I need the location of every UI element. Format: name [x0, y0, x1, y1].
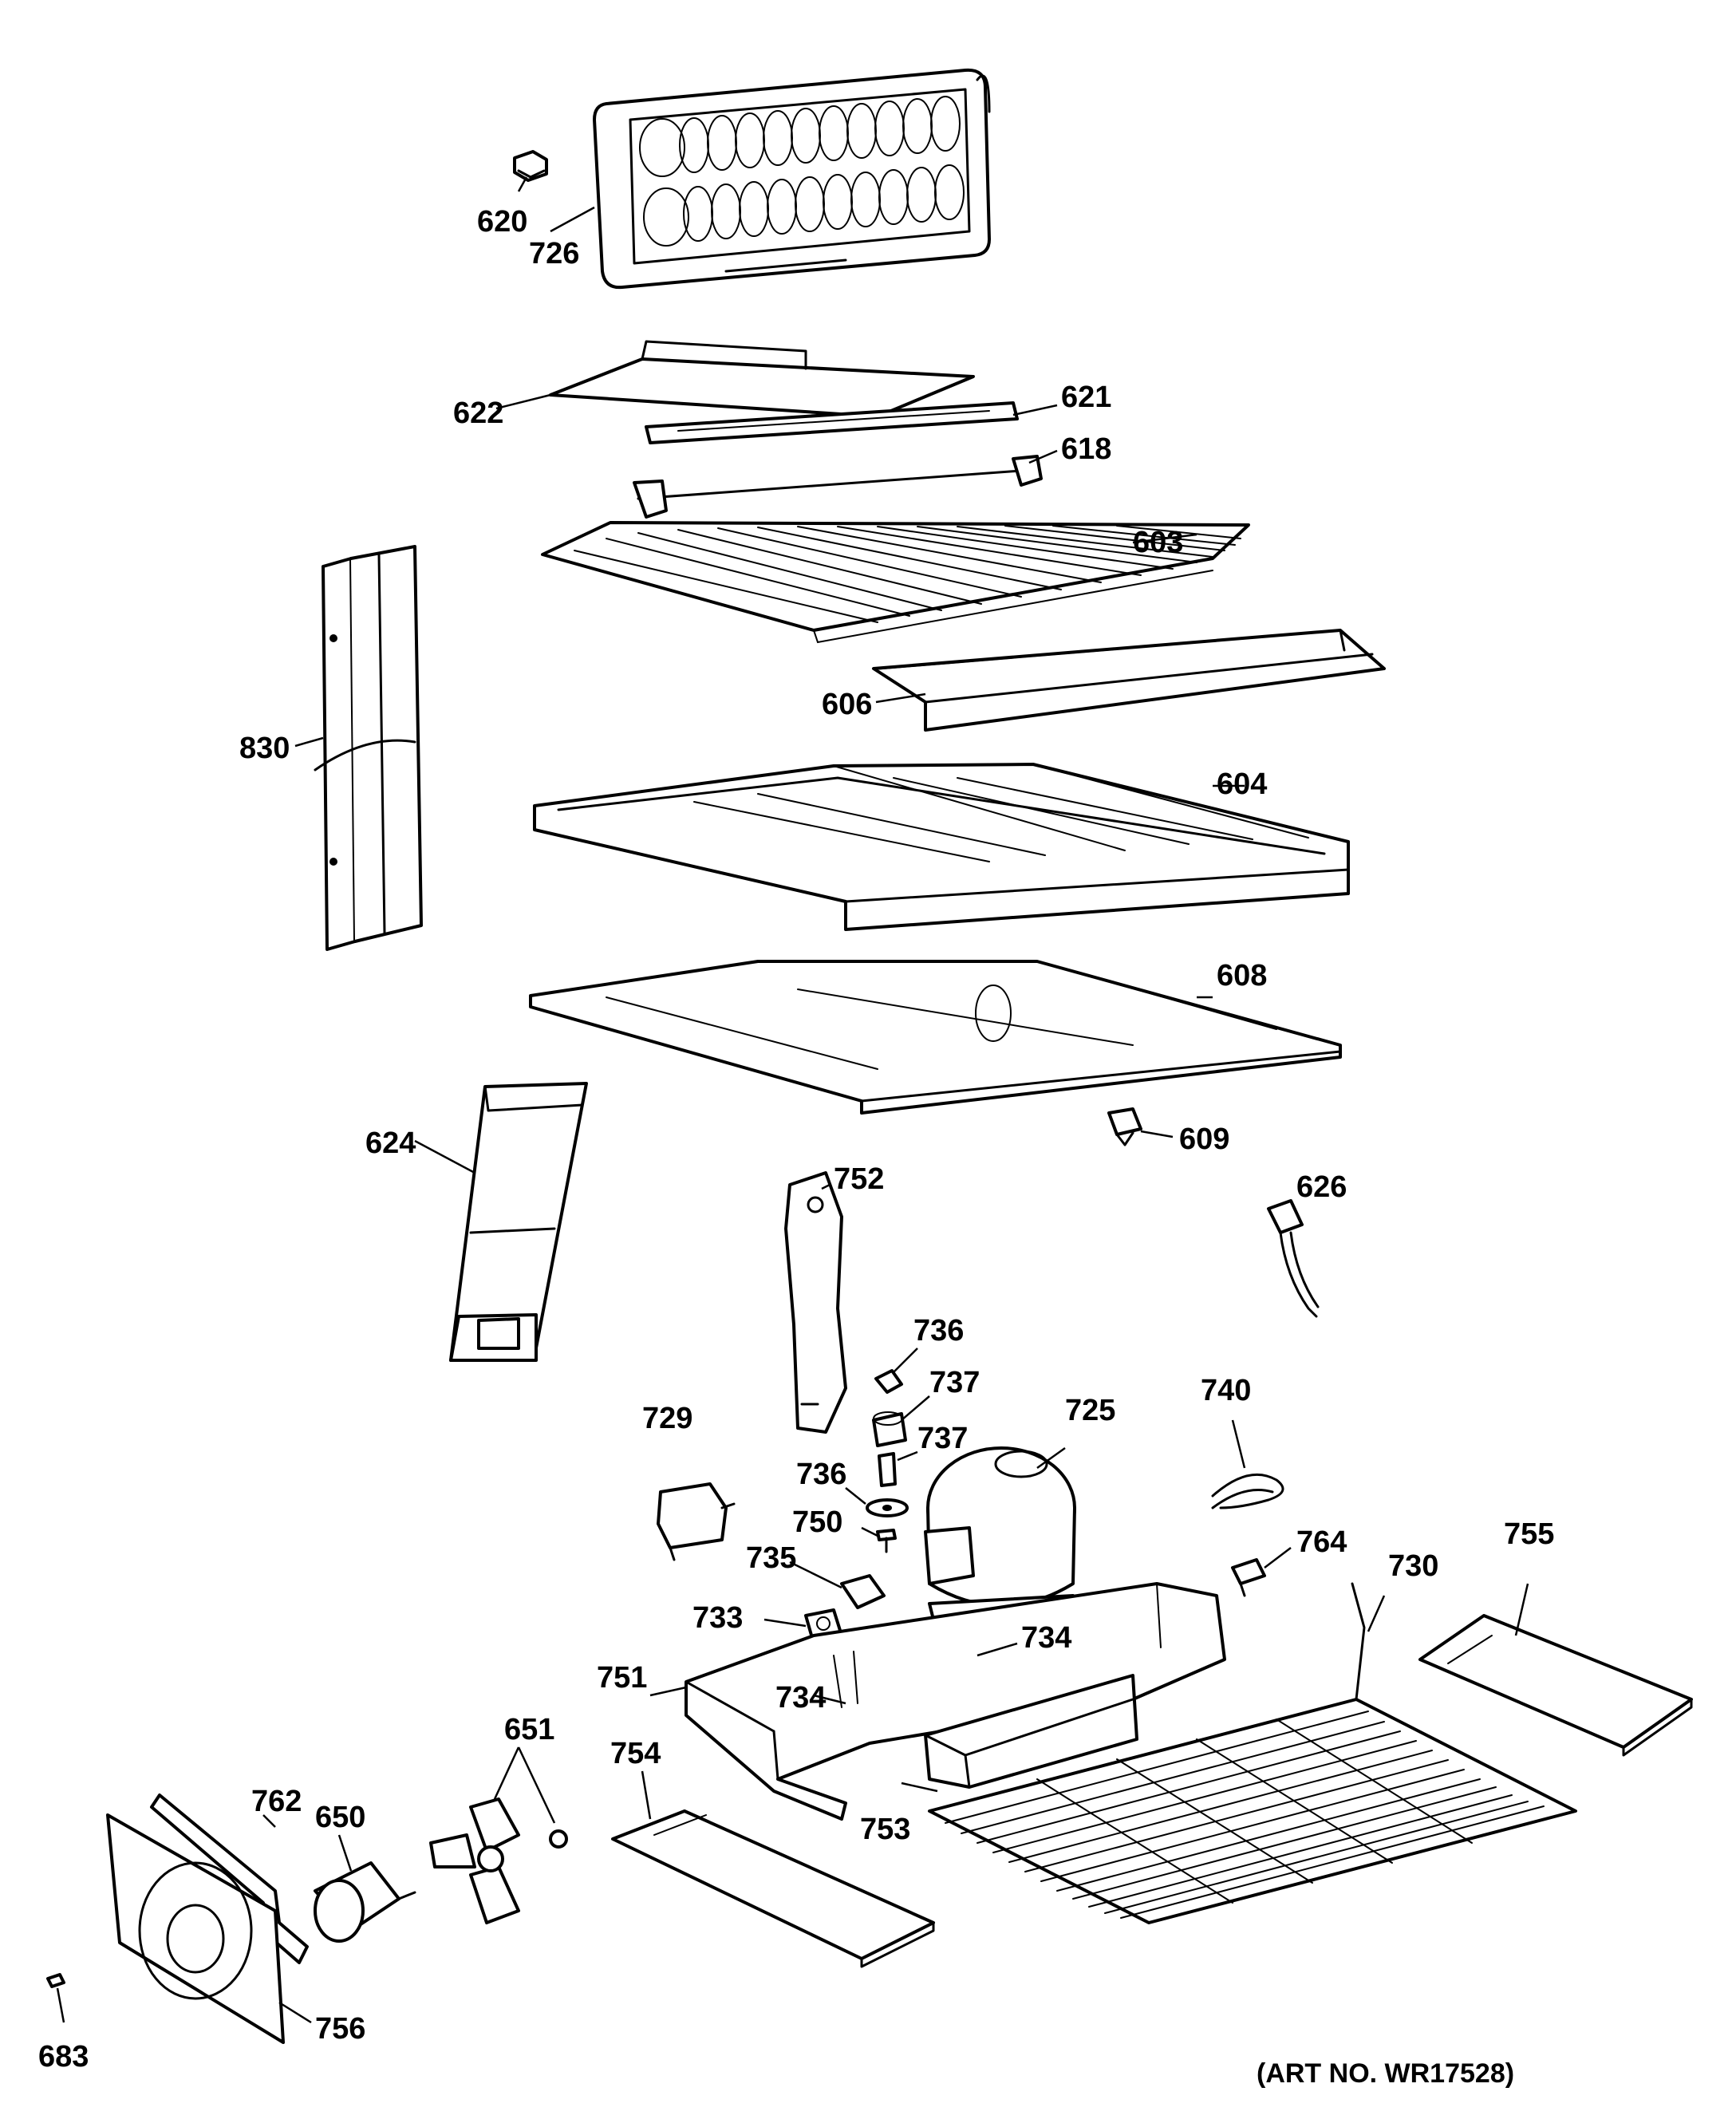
part-752-bracket: [784, 1171, 847, 1434]
part-830-channel: [314, 545, 423, 951]
label-683: 683: [38, 2040, 89, 2074]
label-736-bottom: 736: [796, 1458, 846, 1491]
label-725: 725: [1065, 1394, 1115, 1427]
part-608-pan: [529, 960, 1342, 1115]
label-603: 603: [1133, 526, 1183, 559]
part-735-cover: [840, 1574, 886, 1609]
label-608: 608: [1217, 959, 1267, 992]
label-740: 740: [1201, 1374, 1251, 1407]
part-650-fan-motor: [314, 1861, 416, 1943]
label-737-bottom: 737: [917, 1422, 968, 1455]
part-621-channel: [645, 401, 1019, 444]
label-621: 621: [1061, 381, 1111, 414]
part-604-pan: [533, 763, 1350, 931]
label-734-right: 734: [1021, 1621, 1071, 1655]
label-726: 726: [529, 237, 579, 270]
part-725-compressor: [924, 1446, 1079, 1621]
part-683-screw: [46, 1973, 65, 1988]
leader-lines: [56, 176, 1529, 2024]
part-626-cord: [1267, 1199, 1320, 1318]
part-620-clip: [513, 150, 548, 182]
label-626: 626: [1296, 1170, 1347, 1204]
label-752: 752: [834, 1162, 884, 1196]
label-618: 618: [1061, 432, 1111, 466]
label-756: 756: [315, 2012, 365, 2046]
part-750-screw: [876, 1529, 897, 1553]
label-762: 762: [251, 1785, 302, 1818]
label-737-top: 737: [929, 1366, 980, 1399]
part-736-washer: [866, 1498, 909, 1517]
part-753-panel: [924, 1674, 1138, 1789]
part-number-labels: 620 726 622 621 618 603 606 830 604 608 …: [38, 205, 1554, 2089]
part-754-pad: [611, 1809, 935, 1968]
part-740-clip: [1211, 1473, 1284, 1509]
label-736-top: 736: [913, 1314, 964, 1348]
part-756-shroud: [106, 1813, 285, 2044]
label-650: 650: [315, 1801, 365, 1834]
part-609-grommet: [1107, 1107, 1142, 1146]
label-764: 764: [1296, 1525, 1347, 1559]
part-755-pad: [1418, 1614, 1693, 1757]
label-606: 606: [822, 688, 872, 721]
label-604: 604: [1217, 767, 1267, 801]
part-622-cover: [549, 340, 975, 418]
label-830: 830: [239, 732, 290, 765]
part-603-shelf: [541, 521, 1250, 644]
label-755: 755: [1504, 1517, 1554, 1551]
label-754: 754: [610, 1737, 661, 1770]
label-624: 624: [365, 1127, 416, 1160]
label-751: 751: [597, 1661, 647, 1695]
label-609: 609: [1179, 1123, 1229, 1156]
part-606-channel: [872, 629, 1386, 732]
label-750: 750: [792, 1505, 842, 1539]
label-729: 729: [642, 1402, 692, 1435]
part-730-condenser: [928, 1582, 1577, 1924]
part-737-grommet-lower: [878, 1452, 897, 1487]
label-733: 733: [692, 1601, 743, 1635]
part-751-base: [685, 1582, 1226, 1821]
part-624-duct: [449, 1082, 588, 1362]
part-737-grommet-upper: [872, 1411, 907, 1447]
label-620: 620: [477, 205, 527, 239]
part-726-evaporator: [593, 68, 991, 290]
label-622: 622: [453, 397, 503, 430]
part-618-rod: [633, 455, 1043, 519]
part-651-fan-blade: [429, 1797, 568, 1924]
label-753: 753: [860, 1813, 910, 1846]
part-764-clip: [1231, 1558, 1266, 1597]
part-736-grommet-top: [874, 1369, 903, 1394]
art-number-caption: (ART NO. WR17528): [1257, 2058, 1514, 2089]
label-734-left: 734: [775, 1681, 826, 1715]
label-730: 730: [1388, 1549, 1438, 1583]
label-735: 735: [746, 1541, 796, 1575]
part-729-relay: [657, 1482, 736, 1561]
label-651: 651: [504, 1713, 554, 1746]
